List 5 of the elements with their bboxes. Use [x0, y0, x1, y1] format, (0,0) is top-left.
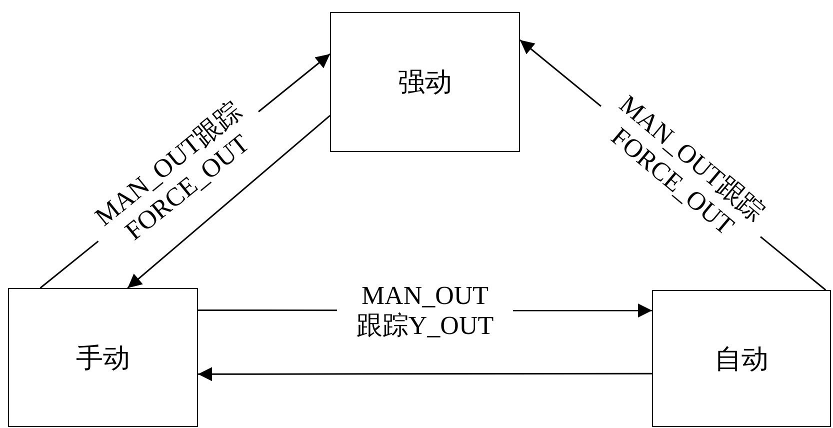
arrow: [198, 367, 652, 382]
state-box: 强动: [330, 12, 520, 152]
arrow: [127, 115, 330, 289]
state-box: 自动: [652, 290, 831, 427]
state-box: 手动: [8, 288, 198, 427]
